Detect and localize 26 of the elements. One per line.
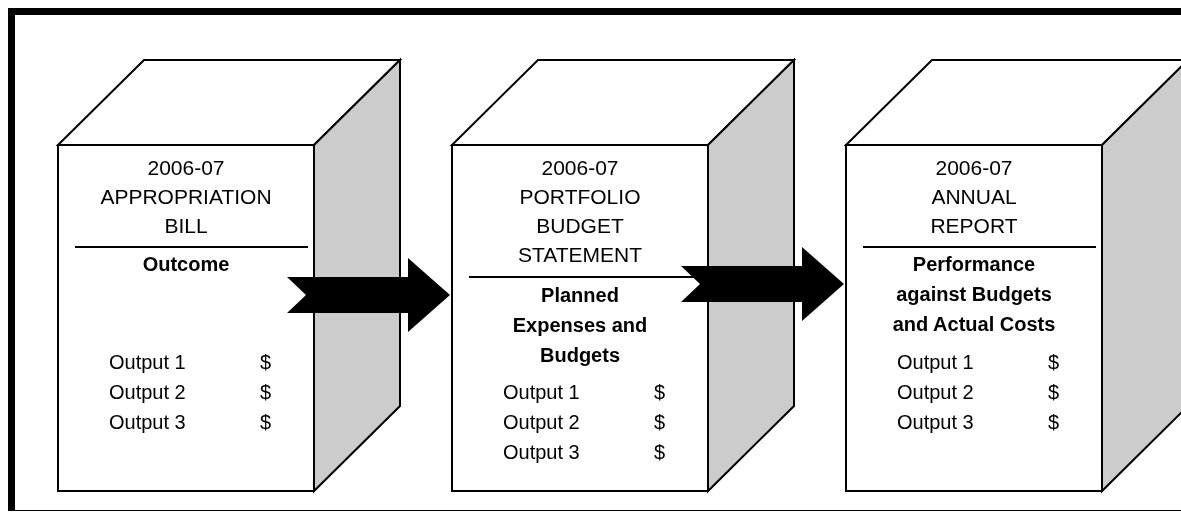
output-label: Output 3 bbox=[897, 410, 974, 435]
output-label: Output 2 bbox=[503, 410, 580, 435]
output-label: Output 2 bbox=[109, 380, 186, 405]
section-heading: Performance against Budgets and Actual Costs bbox=[891, 252, 1057, 337]
output-label: Output 1 bbox=[109, 350, 186, 375]
document-title: 2006-07 APPROPRIATION BILL bbox=[100, 155, 272, 239]
amount-symbol: $ bbox=[1048, 410, 1060, 435]
amount-symbol: $ bbox=[654, 410, 666, 435]
block-arrow bbox=[287, 258, 450, 332]
output-label: Output 3 bbox=[503, 440, 580, 465]
amount-symbol: $ bbox=[260, 410, 272, 435]
amount-symbol: $ bbox=[1048, 380, 1060, 405]
section-heading: Planned Expenses and Budgets bbox=[511, 283, 649, 368]
amount-symbol: $ bbox=[654, 440, 666, 465]
document-title: 2006-07 ANNUAL REPORT bbox=[930, 155, 1018, 239]
amount-symbol: $ bbox=[1048, 350, 1060, 375]
amount-symbol: $ bbox=[260, 380, 272, 405]
output-label: Output 2 bbox=[897, 380, 974, 405]
output-label: Output 3 bbox=[109, 410, 186, 435]
section-heading: Outcome bbox=[141, 252, 231, 277]
output-label: Output 1 bbox=[897, 350, 974, 375]
amount-symbol: $ bbox=[260, 350, 272, 375]
block-arrow bbox=[681, 247, 844, 321]
document-title: 2006-07 PORTFOLIO BUDGET STATEMENT bbox=[517, 155, 642, 268]
output-label: Output 1 bbox=[503, 380, 580, 405]
amount-symbol: $ bbox=[654, 380, 666, 405]
